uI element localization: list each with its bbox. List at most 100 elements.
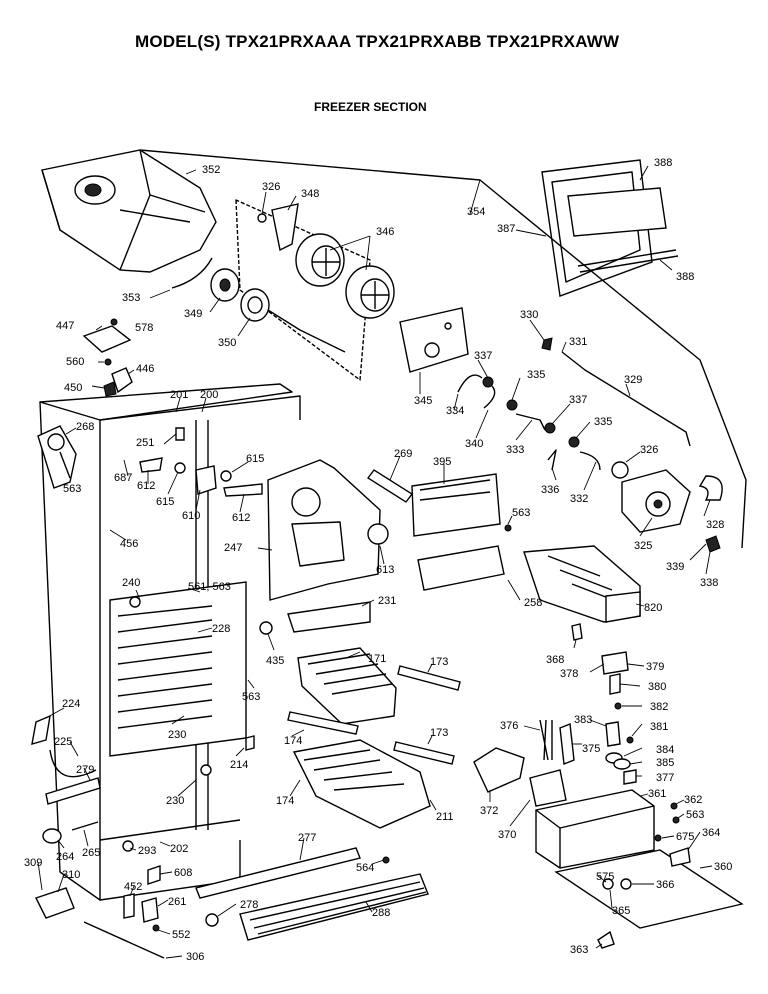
callout-365: 365 bbox=[612, 905, 630, 917]
part-381-washer bbox=[626, 736, 634, 744]
callout-366: 366 bbox=[656, 879, 674, 891]
leader-lines bbox=[37, 165, 713, 959]
part-328-cam bbox=[698, 475, 723, 501]
part-211-basket bbox=[292, 739, 431, 829]
callout-552: 552 bbox=[172, 929, 190, 941]
part-435-clip bbox=[259, 621, 273, 635]
callout-382: 382 bbox=[650, 701, 668, 713]
callout-251: 251 bbox=[136, 437, 154, 449]
callout-381: 381 bbox=[650, 721, 668, 733]
callout-333: 333 bbox=[506, 444, 524, 456]
part-247-evaporator-cover bbox=[267, 459, 381, 601]
part-335-bearing-a bbox=[506, 399, 518, 411]
part-306-rod bbox=[83, 921, 165, 959]
part-613-fan-blade bbox=[367, 523, 389, 545]
part-615-knob-b bbox=[220, 470, 232, 482]
callout-339: 339 bbox=[666, 561, 684, 573]
part-385-nut bbox=[613, 758, 631, 770]
part-225-wire bbox=[49, 749, 97, 778]
callout-563-c: 563 bbox=[242, 691, 260, 703]
part-340-arm bbox=[483, 385, 496, 409]
callout-395: 395 bbox=[433, 456, 451, 468]
callout-354: 354 bbox=[467, 206, 485, 218]
callout-348: 348 bbox=[301, 188, 319, 200]
callout-337-b: 337 bbox=[569, 394, 587, 406]
callout-612-a: 612 bbox=[137, 480, 155, 492]
callout-171: 171 bbox=[368, 653, 386, 665]
part-337-bearing-a bbox=[482, 376, 494, 388]
callout-578: 578 bbox=[135, 322, 153, 334]
part-361-control-box bbox=[535, 789, 655, 869]
part-224-coil bbox=[31, 714, 51, 745]
part-293-hinge bbox=[122, 840, 134, 852]
callout-447: 447 bbox=[56, 320, 74, 332]
part-387-dispenser-door bbox=[541, 159, 679, 297]
part-364-spring bbox=[669, 847, 691, 867]
callout-306: 306 bbox=[186, 951, 204, 963]
callout-613: 613 bbox=[376, 564, 394, 576]
callout-228: 228 bbox=[212, 623, 230, 635]
section-title: FREEZER SECTION bbox=[314, 100, 427, 114]
callout-335-a: 335 bbox=[527, 369, 545, 381]
callout-383: 383 bbox=[574, 714, 592, 726]
model-title: MODEL(S) TPX21PRXAAA TPX21PRXABB TPX21PR… bbox=[135, 32, 620, 51]
part-380-fitting bbox=[609, 673, 621, 695]
part-379-valve bbox=[601, 651, 629, 675]
part-173-rail-b bbox=[393, 741, 455, 765]
callout-326-a: 326 bbox=[262, 181, 280, 193]
callout-174-a: 174 bbox=[284, 735, 302, 747]
part-230-clip-b bbox=[200, 764, 212, 776]
callout-363: 363 bbox=[570, 944, 588, 956]
callout-456: 456 bbox=[120, 538, 138, 550]
part-277-rail bbox=[195, 847, 361, 899]
part-335-bearing-b bbox=[568, 436, 580, 448]
part-447-bracket bbox=[82, 325, 132, 353]
callout-278: 278 bbox=[240, 899, 258, 911]
callout-279: 279 bbox=[76, 764, 94, 776]
callout-370: 370 bbox=[498, 829, 516, 841]
callout-230-a: 230 bbox=[168, 729, 186, 741]
callout-328: 328 bbox=[706, 519, 724, 531]
part-563-screw-a bbox=[504, 524, 512, 532]
callout-346: 346 bbox=[376, 226, 394, 238]
part-265-rod bbox=[71, 821, 99, 831]
callout-360: 360 bbox=[714, 861, 732, 873]
callout-326-b: 326 bbox=[640, 444, 658, 456]
part-610-plate bbox=[195, 465, 217, 495]
callout-325: 325 bbox=[634, 540, 652, 552]
callout-352: 352 bbox=[202, 164, 220, 176]
callout-310: 310 bbox=[62, 869, 80, 881]
callout-615-b: 615 bbox=[246, 453, 264, 465]
callout-368: 368 bbox=[546, 654, 564, 666]
callout-575: 575 bbox=[596, 871, 614, 883]
part-452-plate bbox=[123, 893, 135, 919]
callout-446: 446 bbox=[136, 363, 154, 375]
part-382-screw bbox=[614, 702, 622, 710]
part-377-elbow bbox=[623, 769, 637, 785]
callout-330: 330 bbox=[520, 309, 538, 321]
part-395-control-board bbox=[411, 473, 501, 537]
callout-332: 332 bbox=[570, 493, 588, 505]
part-348-panel bbox=[235, 199, 371, 381]
callout-376: 376 bbox=[500, 720, 518, 732]
callout-230-b: 230 bbox=[166, 795, 184, 807]
callout-361: 361 bbox=[648, 788, 666, 800]
callout-362: 362 bbox=[684, 794, 702, 806]
part-383-fitting bbox=[605, 721, 621, 747]
part-334-lever bbox=[457, 374, 483, 393]
callout-264: 264 bbox=[56, 851, 74, 863]
callout-385: 385 bbox=[656, 757, 674, 769]
callout-563-b: 563 bbox=[512, 507, 530, 519]
callout-337-a: 337 bbox=[474, 350, 492, 362]
part-279-channel bbox=[45, 777, 101, 805]
callout-387: 387 bbox=[497, 223, 515, 235]
callout-202: 202 bbox=[170, 843, 188, 855]
part-375-harness bbox=[559, 723, 575, 765]
part-325-motor bbox=[621, 469, 691, 533]
part-338-switch bbox=[705, 535, 721, 553]
callout-224: 224 bbox=[62, 698, 80, 710]
callout-288: 288 bbox=[372, 907, 390, 919]
part-376-wires bbox=[539, 719, 553, 761]
part-353-wire bbox=[171, 257, 213, 289]
callout-450: 450 bbox=[64, 382, 82, 394]
